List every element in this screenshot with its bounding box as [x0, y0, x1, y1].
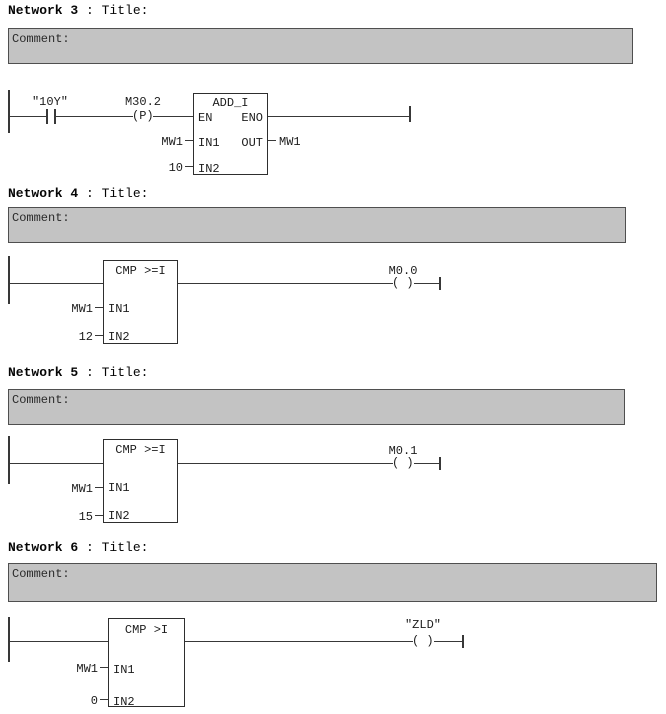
cmp-gte-instruction-box[interactable]: CMP >=I IN1 IN2 [103, 439, 178, 523]
cmp-gt-instruction-box[interactable]: CMP >I IN1 IN2 [108, 618, 185, 709]
network-5-comment-box[interactable]: Comment: [8, 389, 625, 425]
network-5-coil-operand[interactable]: M0.1 [388, 444, 418, 458]
out-stub-wire [268, 140, 276, 141]
network-3-comment-label: Comment: [12, 32, 70, 46]
network-3-rung-end-tick [409, 106, 411, 122]
network-6-coil-operand[interactable]: "ZLD" [404, 618, 441, 632]
in2-stub-wire [95, 335, 103, 336]
network-5-rung-end-tick [439, 457, 441, 470]
port-en-label: EN [198, 111, 213, 125]
network-6-in2-operand[interactable]: 0 [90, 694, 98, 708]
network-3-header[interactable]: Network 3 : Title: [8, 4, 148, 18]
network-3-wire [9, 116, 46, 117]
network-3-in2-operand[interactable]: 10 [168, 161, 183, 175]
network-6-title: : Title: [78, 540, 149, 555]
network-4-comment-box[interactable]: Comment: [8, 207, 626, 243]
network-5-title: : Title: [78, 365, 149, 380]
port-in2-label: IN2 [108, 509, 130, 523]
add-i-instruction-box[interactable]: ADD_I EN ENO IN1 OUT IN2 [193, 93, 268, 175]
network-6-wire [185, 641, 413, 642]
network-3-edge-operand[interactable]: M30.2 [124, 95, 161, 109]
port-eno-label: ENO [241, 111, 263, 125]
positive-edge-icon[interactable]: (P) [132, 109, 154, 123]
port-in1-label: IN1 [113, 663, 135, 677]
port-in1-label: IN1 [198, 136, 220, 150]
network-5-name: Network 5 [8, 365, 79, 380]
network-5-wire [414, 463, 439, 464]
port-out-label: OUT [241, 136, 263, 150]
network-3-title: : Title: [78, 3, 149, 18]
network-4-rung-end-tick [439, 277, 441, 290]
network-6-comment-label: Comment: [12, 567, 70, 581]
network-5-comment-label: Comment: [12, 393, 70, 407]
in1-stub-wire [95, 307, 103, 308]
cmp-box-title: CMP >I [124, 623, 169, 637]
port-in2-label: IN2 [198, 162, 220, 176]
network-5-wire [178, 463, 393, 464]
network-6-wire [434, 641, 462, 642]
network-5-header[interactable]: Network 5 : Title: [8, 366, 148, 380]
network-6-comment-box[interactable]: Comment: [8, 563, 657, 602]
add-box-title: ADD_I [212, 96, 249, 110]
in1-stub-wire [185, 140, 193, 141]
network-4-name: Network 4 [8, 186, 79, 201]
network-5-in2-operand[interactable]: 15 [78, 510, 93, 524]
network-3-name: Network 3 [8, 3, 79, 18]
coil-icon[interactable]: ( ) [392, 276, 414, 290]
port-in1-label: IN1 [108, 302, 130, 316]
no-contact-icon[interactable] [46, 109, 48, 124]
in2-stub-wire [100, 699, 108, 700]
in2-stub-wire [95, 515, 103, 516]
network-4-left-power-rail [8, 256, 10, 304]
network-4-wire [9, 283, 103, 284]
cmp-box-title: CMP >=I [115, 443, 166, 457]
network-6-name: Network 6 [8, 540, 79, 555]
network-3-wire [153, 116, 193, 117]
network-4-title: : Title: [78, 186, 149, 201]
network-3-in1-operand[interactable]: MW1 [161, 135, 183, 149]
no-contact-icon[interactable] [54, 109, 56, 124]
network-6-rung-end-tick [462, 635, 464, 648]
cmp-box-title: CMP >=I [115, 264, 166, 278]
network-5-left-power-rail [8, 436, 10, 484]
network-6-in1-operand[interactable]: MW1 [76, 662, 98, 676]
in1-stub-wire [100, 667, 108, 668]
network-4-wire [414, 283, 439, 284]
network-4-in2-operand[interactable]: 12 [78, 330, 93, 344]
network-5-in1-operand[interactable]: MW1 [71, 482, 93, 496]
coil-icon[interactable]: ( ) [392, 456, 414, 470]
coil-icon[interactable]: ( ) [412, 634, 434, 648]
network-3-contact-operand[interactable]: "10Y" [31, 95, 68, 109]
network-4-coil-operand[interactable]: M0.0 [388, 264, 418, 278]
in2-stub-wire [185, 166, 193, 167]
network-4-comment-label: Comment: [12, 211, 70, 225]
port-in2-label: IN2 [113, 695, 135, 709]
network-3-wire [268, 116, 409, 117]
network-4-in1-operand[interactable]: MW1 [71, 302, 93, 316]
network-5-wire [9, 463, 103, 464]
cmp-gte-instruction-box[interactable]: CMP >=I IN1 IN2 [103, 260, 178, 344]
network-6-wire [9, 641, 108, 642]
network-3-left-power-rail [8, 90, 10, 133]
network-3-out-operand[interactable]: MW1 [279, 135, 301, 149]
network-3-comment-box[interactable]: Comment: [8, 28, 633, 64]
port-in1-label: IN1 [108, 481, 130, 495]
port-in2-label: IN2 [108, 330, 130, 344]
network-4-header[interactable]: Network 4 : Title: [8, 187, 148, 201]
in1-stub-wire [95, 487, 103, 488]
network-6-header[interactable]: Network 6 : Title: [8, 541, 148, 555]
network-6-left-power-rail [8, 617, 10, 662]
network-3-wire [56, 116, 133, 117]
network-4-wire [178, 283, 393, 284]
